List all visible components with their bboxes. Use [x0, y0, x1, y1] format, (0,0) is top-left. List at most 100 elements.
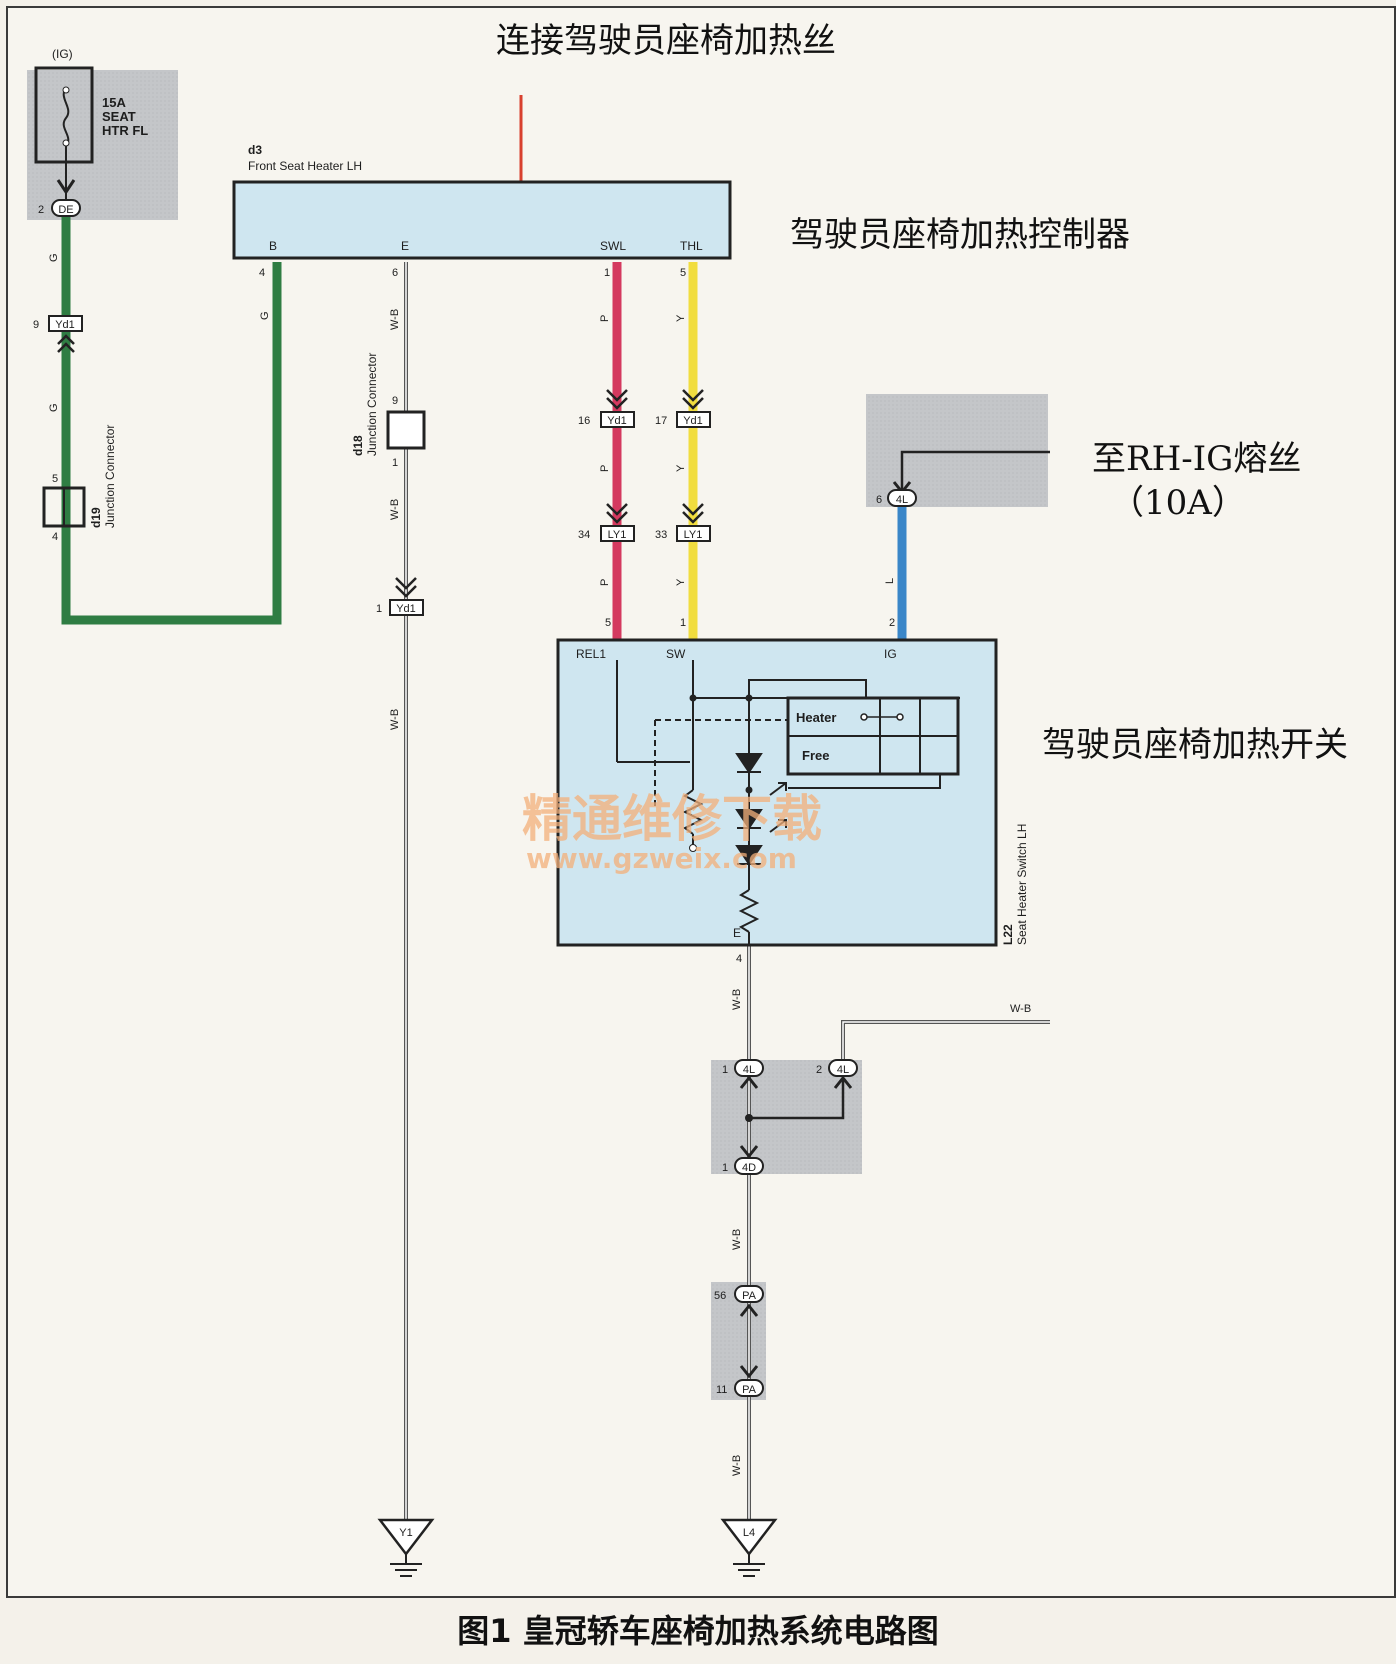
connector-pa-top-pin: 56	[714, 1290, 726, 1302]
fuse-box	[34, 66, 94, 164]
fuse-icon	[62, 87, 70, 147]
connector-4d-label: 4D	[742, 1162, 756, 1174]
annotation-fuse-amp: （10A）	[1110, 483, 1246, 523]
connector-4l-a-pin: 1	[722, 1064, 728, 1076]
wire-wb-bridge	[749, 1078, 845, 1120]
controller-pin-swl: SWL	[600, 239, 626, 253]
connector-pa-top-label: PA	[742, 1290, 757, 1302]
fuse-rating: 15A	[102, 95, 126, 110]
fuse-name-1: SEAT	[102, 109, 136, 124]
mode-free-label: Free	[802, 748, 829, 763]
junction-d19-pin-bottom: 4	[52, 531, 58, 543]
connector-yd1-y-pin: 17	[655, 415, 667, 427]
connector-pa-bottom-pin: 11	[716, 1384, 727, 1396]
controller-pin-swl-num: 1	[604, 267, 610, 279]
connector-4d-arrow	[739, 1145, 759, 1159]
controller-pin-e-num: 6	[392, 267, 398, 279]
switch-internal-circuit	[616, 660, 960, 944]
connector-pa-bottom-arrow	[739, 1365, 759, 1379]
controller-name: Front Seat Heater LH	[248, 159, 362, 173]
connector-ly1-y-arrow	[682, 503, 704, 524]
wire-label-y1: Y	[675, 314, 687, 322]
connector-yd1-mid-pin: 1	[376, 603, 382, 615]
controller-id: d3	[248, 143, 262, 157]
switch-junction-dot-1	[689, 694, 697, 702]
switch-id: L22	[1001, 924, 1015, 945]
connector-yd1-p	[600, 411, 635, 428]
fuse-area	[27, 70, 178, 220]
connector-yd1-mid	[389, 599, 424, 616]
switch-junction-dot-3	[745, 786, 753, 794]
connector-de-pin: 2	[38, 204, 44, 216]
controller-pin-b-num: 4	[259, 267, 265, 279]
wire-label-g1: G	[48, 253, 60, 262]
junction-d19-name: Junction Connector	[103, 425, 117, 528]
connector-pa-top-arrow	[739, 1303, 759, 1317]
wire-label-y2: Y	[675, 464, 687, 472]
connector-ig-4l-pin: 6	[876, 494, 882, 506]
switch-pin-sw: SW	[666, 647, 686, 661]
junction-d18-name: Junction Connector	[365, 353, 379, 456]
switch-pin-rel1: REL1	[576, 647, 606, 661]
wire-label-wb-1: W-B	[389, 309, 401, 330]
junction-d19-id: d19	[89, 507, 103, 528]
fuse-terminal-bottom	[62, 139, 70, 147]
fuse-connector-arrow	[56, 179, 76, 195]
ground-l4-label: L4	[743, 1527, 755, 1539]
switch-pin-e: E	[733, 926, 741, 940]
controller-pin-e: E	[401, 239, 409, 253]
wire-label-wb-4: W-B	[731, 989, 743, 1010]
connector-yd1-left-arrow	[57, 334, 75, 353]
wire-label-wb-5: W-B	[731, 1229, 743, 1250]
controller-pin-b: B	[269, 239, 277, 253]
mode-contact-a	[860, 713, 868, 721]
switch-pin-ig: IG	[884, 647, 897, 661]
switch-pin-e-num: 4	[736, 953, 742, 965]
wire-wb-branch-core	[842, 1021, 1050, 1063]
connector-4d-pin: 1	[722, 1162, 728, 1174]
switch-pin-sw-num: 1	[680, 617, 686, 629]
annotation-fuse-to: 至RH-IG熔丝	[1092, 439, 1301, 479]
watermark-url: www.gzweix.com	[526, 842, 797, 875]
connector-yd1-p-arrow	[606, 389, 628, 410]
junction-d18-id: d18	[351, 435, 365, 456]
connector-yd1-y	[676, 411, 711, 428]
connector-yd1-left-pin: 9	[33, 319, 39, 331]
connector-4d	[734, 1157, 764, 1175]
connector-yd1-mid-label: Yd1	[396, 603, 416, 615]
watermark-title: 精通维修下载	[522, 789, 822, 848]
switch-terminal-dot	[689, 844, 697, 852]
ground-l4-icon	[720, 1518, 778, 1557]
connector-ig-4l-label: 4L	[896, 494, 908, 506]
fuse-terminal-top	[62, 86, 70, 94]
connector-4l-a-label: 4L	[743, 1064, 755, 1076]
connector-ly1-y-label: LY1	[684, 529, 703, 541]
annotation-controller: 驾驶员座椅加热控制器	[790, 215, 1130, 255]
connector-ly1-p-label: LY1	[608, 529, 627, 541]
ground-l4-symbol	[733, 1554, 765, 1577]
wire-wb-branch	[841, 1020, 1050, 1063]
mode-heater-label: Heater	[796, 710, 836, 725]
ground-y1-symbol	[390, 1554, 422, 1577]
wire-ig-feed	[900, 450, 1050, 492]
wire-label-wb-2: W-B	[389, 499, 401, 520]
figure-caption: 图1 皇冠轿车座椅加热系统电路图	[457, 1612, 939, 1650]
annotation-heater-element: 连接驾驶员座椅加热丝	[496, 21, 836, 61]
switch-block	[556, 638, 998, 947]
connector-yd1-left-label: Yd1	[55, 319, 75, 331]
ground-y1-label: Y1	[399, 1527, 412, 1539]
wire-label-l: L	[884, 578, 896, 584]
connector-ly1-y	[676, 525, 711, 542]
connector-yd1-mid-arrow	[395, 577, 417, 598]
connector-de	[51, 199, 81, 217]
connector-ig-4l	[887, 489, 917, 507]
wire-label-g3: G	[259, 311, 271, 320]
wire-label-p1: P	[599, 315, 611, 322]
switch-pin-rel1-num: 5	[605, 617, 611, 629]
controller-block	[232, 180, 732, 260]
connector-4l-b-arrow	[833, 1075, 853, 1089]
connector-de-label: DE	[58, 204, 73, 216]
wire-label-p3: P	[599, 579, 611, 586]
connector-yd1-p-label: Yd1	[607, 415, 627, 427]
